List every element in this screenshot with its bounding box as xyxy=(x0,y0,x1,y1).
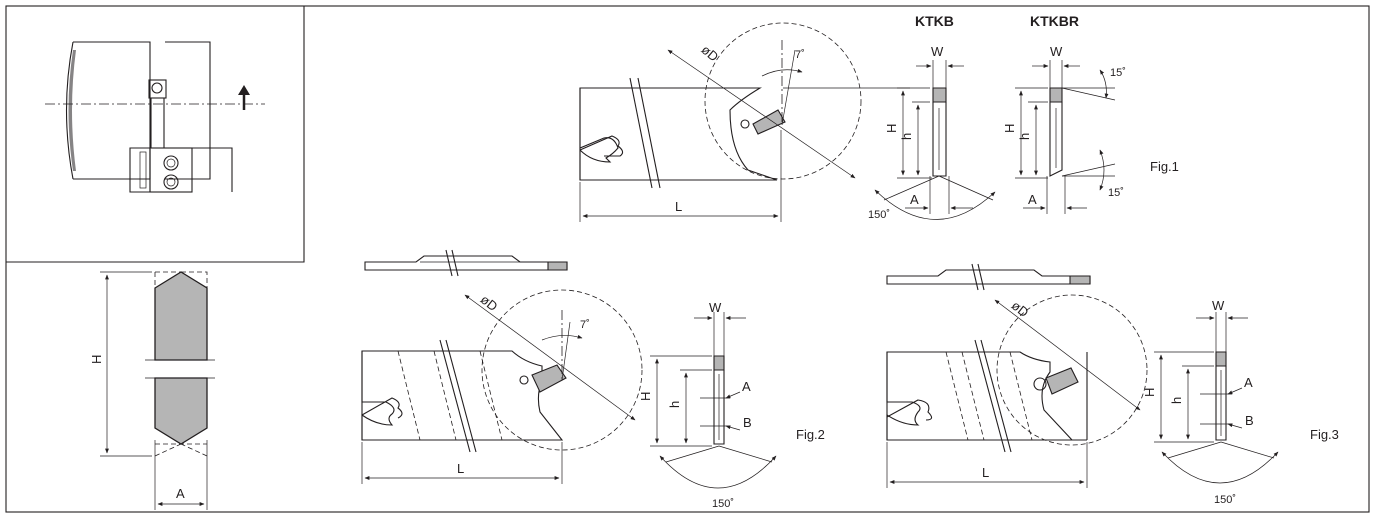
outer-frame xyxy=(5,5,1370,513)
fig1-ktkbr-label-15-top: 15˚ xyxy=(1110,67,1126,79)
fig2-front-label-A: A xyxy=(742,379,751,394)
fig2-label-angle-7: 7˚ xyxy=(580,319,590,331)
fig1-ktkbr-label-H: H xyxy=(1002,124,1017,133)
fig1-label-angle-7: 7˚ xyxy=(795,49,805,61)
fig1-ktkbr-title: KTKBR xyxy=(1030,13,1079,29)
usage-inset-panel xyxy=(6,6,305,263)
fig1-ktkb-front-view xyxy=(874,60,996,220)
fig2-front-label-W: W xyxy=(709,300,722,315)
fig3-label-L: L xyxy=(982,465,989,480)
fig2-label-L: L xyxy=(457,461,464,476)
fig1-ktkbr-label-15-bottom: 15˚ xyxy=(1108,187,1124,199)
fig1-ktkb-title: KTKB xyxy=(915,13,954,29)
fig1-ktkb-label-W: W xyxy=(931,44,944,59)
fig3-label-diameter: øD xyxy=(1009,298,1032,320)
fig1-ktkb-label-H: H xyxy=(884,124,899,133)
fig3-title: Fig.3 xyxy=(1310,427,1339,442)
fig2-front-label-150: 150˚ xyxy=(712,498,734,510)
fig1-ktkb-label-A: A xyxy=(910,192,919,207)
fig1-ktkbr-label-A: A xyxy=(1028,192,1037,207)
fig1-ktkb-label-h: h xyxy=(899,133,914,140)
fig3-front-label-W: W xyxy=(1212,298,1225,313)
fig2-side-view xyxy=(361,249,643,484)
fig2-label-diameter: øD xyxy=(478,292,501,314)
fig1-ktkbr-label-h: h xyxy=(1017,133,1032,140)
fig3-front-label-150: 150˚ xyxy=(1214,494,1236,506)
fig3-front-label-h: h xyxy=(1169,397,1184,404)
fig1-title: Fig.1 xyxy=(1150,159,1179,174)
fig2-front-view xyxy=(650,312,777,489)
blade-cross-section xyxy=(100,271,215,510)
fig1-side-view xyxy=(579,22,910,222)
fig2-front-label-B: B xyxy=(743,415,752,430)
fig2-front-label-h: h xyxy=(667,401,682,408)
fig1-ktkb-label-150: 150˚ xyxy=(868,209,890,221)
fig1-ktkbr-label-W: W xyxy=(1050,44,1063,59)
fig1-label-diameter: øD xyxy=(699,42,722,65)
fig1-label-L: L xyxy=(675,199,682,214)
fig3-front-view xyxy=(1154,312,1279,484)
cross-section-label-H: H xyxy=(89,355,104,364)
fig3-front-label-A: A xyxy=(1244,375,1253,390)
fig2-front-label-H: H xyxy=(638,392,653,401)
fig2-title: Fig.2 xyxy=(796,427,825,442)
fig3-side-view xyxy=(886,263,1148,488)
fig3-front-label-H: H xyxy=(1142,388,1157,397)
cross-section-label-A: A xyxy=(176,486,185,501)
fig1-ktkbr-front-view xyxy=(1015,60,1116,214)
fig3-front-label-B: B xyxy=(1245,413,1254,428)
